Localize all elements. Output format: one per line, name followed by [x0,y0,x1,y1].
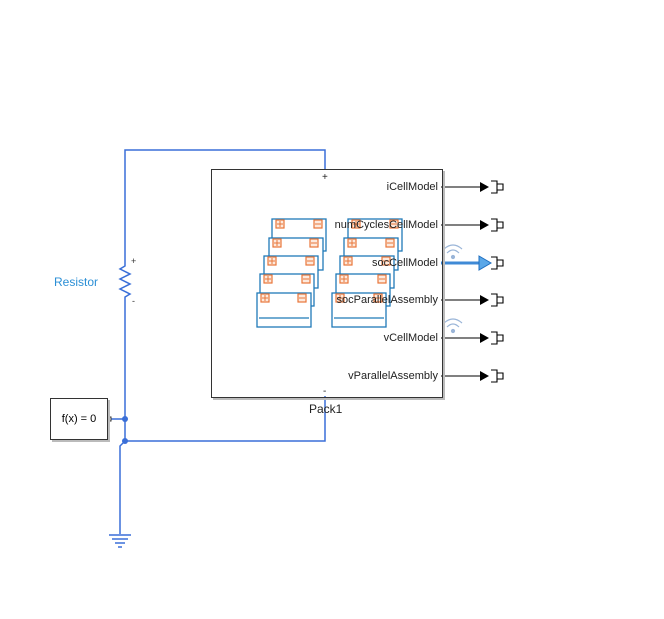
wire-pack-minus[interactable] [125,396,326,442]
output-arrow-selected [478,255,492,271]
wire-top[interactable] [124,149,326,262]
resistor-minus: - [132,296,135,306]
pack-block-name: Pack1 [309,402,343,416]
solver-configuration-block[interactable]: f(x) = 0 [50,398,108,440]
signal-logging-icon [443,318,463,334]
pack-minus-terminal: - [323,386,326,397]
battery-pack-block[interactable] [211,169,443,398]
signal-logging-icon [443,244,463,260]
output-arrows [480,182,489,381]
ground-icon[interactable] [109,534,131,548]
junction-dot [122,416,128,422]
resistor-label: Resistor [54,275,99,289]
output-port-label: iCellModel [386,181,438,193]
resistor-icon[interactable] [118,262,132,302]
output-port-label: vCellModel [383,332,438,344]
output-port-label: numCyclesCellModel [334,219,438,231]
resistor-plus: + [131,256,136,266]
pack-plus-terminal: + [322,172,328,183]
wire-ground[interactable] [119,440,126,534]
output-port-label: vParallelAssembly [348,370,438,382]
cell-terminal-signs [262,221,397,301]
output-port-label: socParallelAssembly [336,294,438,306]
solver-label: f(x) = 0 [61,413,97,425]
output-connections [441,186,480,377]
output-port-label: socCellModel [371,257,438,269]
terminator-icon[interactable] [491,180,504,383]
junction-dot [122,438,128,444]
